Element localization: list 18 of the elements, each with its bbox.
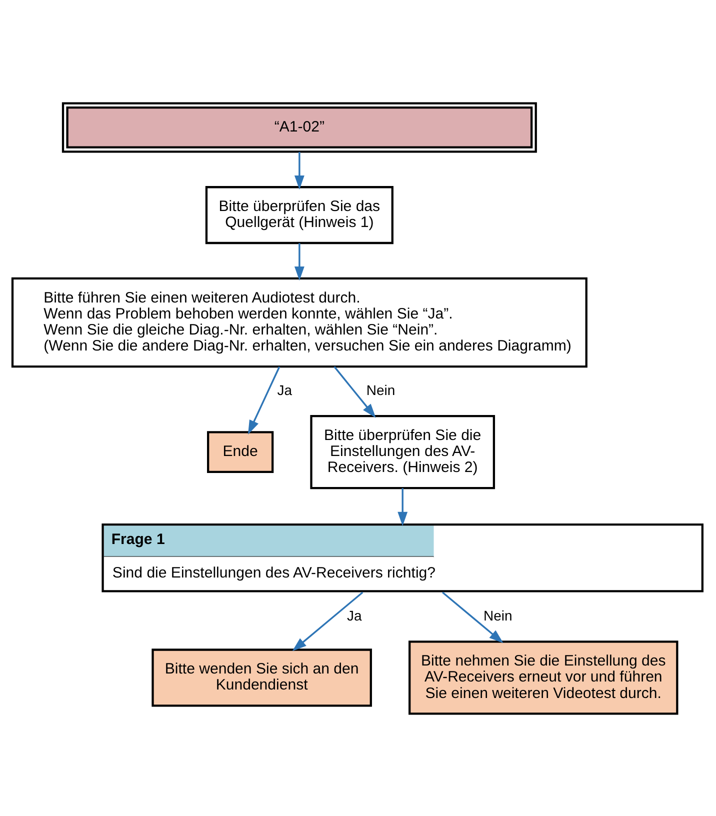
node-box: Bitte überprüfen Sie das Quellgerät (Hinweis 1) <box>205 186 394 244</box>
arrow <box>292 591 364 651</box>
edge-label: Nein <box>484 607 512 624</box>
arrow <box>398 488 408 526</box>
node-box: Bitte wenden Sie sich an den Kundendienst <box>152 648 372 706</box>
arrow <box>294 151 304 190</box>
node-box: Bitte führen Sie einen weiteren Audiotest durch. Wenn das Problem behoben werden konnte, wählen Sie “Ja”. Wenn Sie die gleiche Diag.-Nr. erhalten, wählen Sie “Nein”. (Wenn Sie die andere Diag-Nr. erhalten, versuchen Sie ein anderes Diagramm) <box>11 276 588 368</box>
arrow <box>442 591 504 643</box>
node-box: Bitte überprüfen Sie die Einstellungen des AV-Receivers. (Hinweis 2) <box>310 414 496 489</box>
edge-label: Ja <box>347 607 362 624</box>
arrow <box>294 242 304 280</box>
node-box: Ende <box>207 430 274 472</box>
node-box: “A1-02” <box>62 102 537 152</box>
node-box: Bitte nehmen Sie die Einstellung des AV-Receivers erneut vor und führen Sie einen weiteren Videotest durch. <box>408 640 678 714</box>
edge-label: Ja <box>277 381 292 398</box>
arrow <box>334 366 376 418</box>
arrow <box>248 366 280 434</box>
edge-label: Nein <box>366 381 396 398</box>
